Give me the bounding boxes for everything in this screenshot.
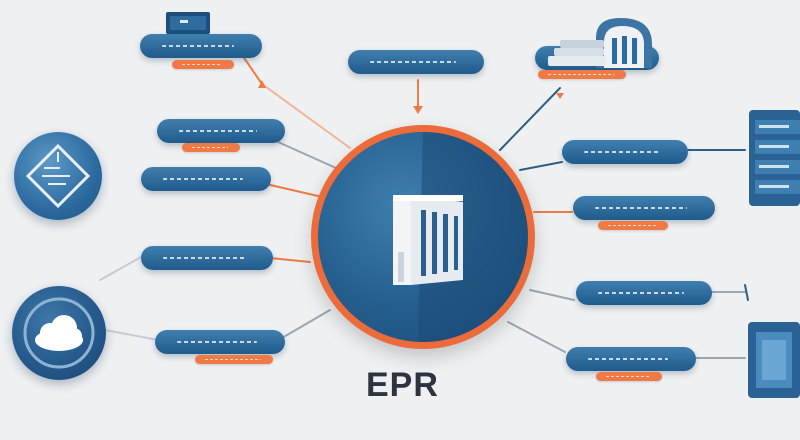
label-tag (182, 143, 240, 152)
label-pill (141, 246, 273, 270)
label-pill (573, 196, 715, 220)
server-rack-icon (393, 132, 528, 342)
label-tag (172, 60, 234, 69)
hub-label: EPR (366, 366, 439, 404)
storage-box-icon (748, 322, 800, 398)
label-pill (157, 119, 285, 143)
label-pill (140, 34, 262, 58)
server-stack-icon (749, 110, 800, 206)
label-pill (348, 50, 484, 74)
laptop-icon (166, 12, 210, 34)
label-pill (562, 140, 688, 164)
label-tag (195, 355, 273, 364)
label-pill (141, 167, 271, 191)
label-pill (155, 330, 285, 354)
label-pill (576, 281, 712, 305)
network-diagram-icon (25, 143, 91, 209)
cloud-icon (23, 297, 95, 369)
left-node-network (14, 132, 102, 220)
label-tag (596, 372, 662, 381)
hub-circle (318, 132, 528, 342)
data-center-icon (548, 18, 652, 68)
label-tag (598, 221, 668, 230)
left-node-cloud (12, 286, 106, 380)
label-pill (566, 347, 696, 371)
label-tag (538, 70, 626, 79)
